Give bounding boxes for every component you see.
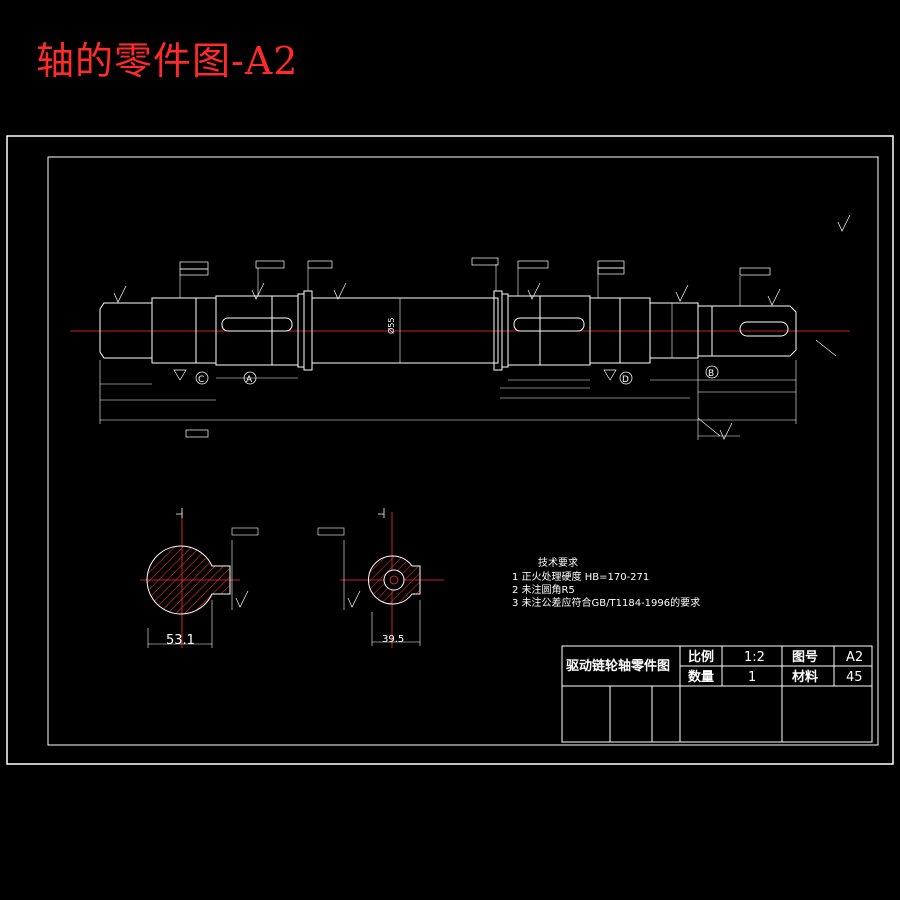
roughness-symbols: [113, 214, 851, 440]
title-block-text: 驱动链轮轴零件图 比例 1:2 图号 A2 数量 1 材料 45: [566, 649, 863, 685]
tech-req-item-1: 1 正火处理硬度 HB=170-271: [512, 570, 649, 583]
section-view-right: 39.5: [317, 508, 444, 648]
scale-label: 比例: [688, 649, 714, 665]
datum-a-marker: [243, 371, 257, 385]
scale-value: 1:2: [744, 650, 765, 665]
inner-frame: [47, 156, 879, 746]
drawing-no-label: 图号: [792, 650, 818, 665]
quantity-value: 1: [748, 670, 756, 685]
drawing-title: 轴的零件图-A2: [36, 39, 299, 83]
tech-req-item-2: 2 未注圆角R5: [512, 583, 575, 596]
outer-frame: [6, 135, 894, 765]
shaft-diameter-label: Ø55: [386, 318, 396, 334]
drawing-no-value: A2: [846, 650, 863, 665]
shaft-main-view: [70, 290, 850, 371]
datum-d-label: D: [622, 375, 629, 385]
datum-letters: C A D B: [198, 369, 714, 385]
section-left-dim: 53.1: [166, 633, 195, 648]
title-block: [561, 645, 873, 743]
datum-a-label: A: [246, 375, 253, 385]
datum-b-marker: [705, 365, 719, 379]
datum-c-label: C: [198, 375, 204, 385]
datum-b-label: B: [708, 369, 714, 379]
quantity-label: 数量: [688, 669, 714, 685]
datum-d-marker: [619, 371, 633, 385]
tech-req-item-3: 3 未注公差应符合GB/T1184-1996的要求: [512, 596, 700, 609]
datum-c-marker: [195, 371, 209, 385]
tech-req-heading: 技术要求: [538, 556, 578, 569]
section-right-dim: 39.5: [382, 634, 404, 645]
section-view-left: 53.1: [140, 508, 259, 648]
dimension-lines: [99, 264, 837, 440]
datum-markers: [195, 365, 719, 385]
technical-requirements: 技术要求 1 正火处理硬度 HB=170-271 2 未注圆角R5 3 未注公差…: [512, 556, 700, 609]
material-label: 材料: [792, 669, 818, 685]
part-name: 驱动链轮轴零件图: [566, 658, 670, 674]
material-value: 45: [846, 670, 863, 685]
tolerance-frames: [179, 257, 771, 438]
